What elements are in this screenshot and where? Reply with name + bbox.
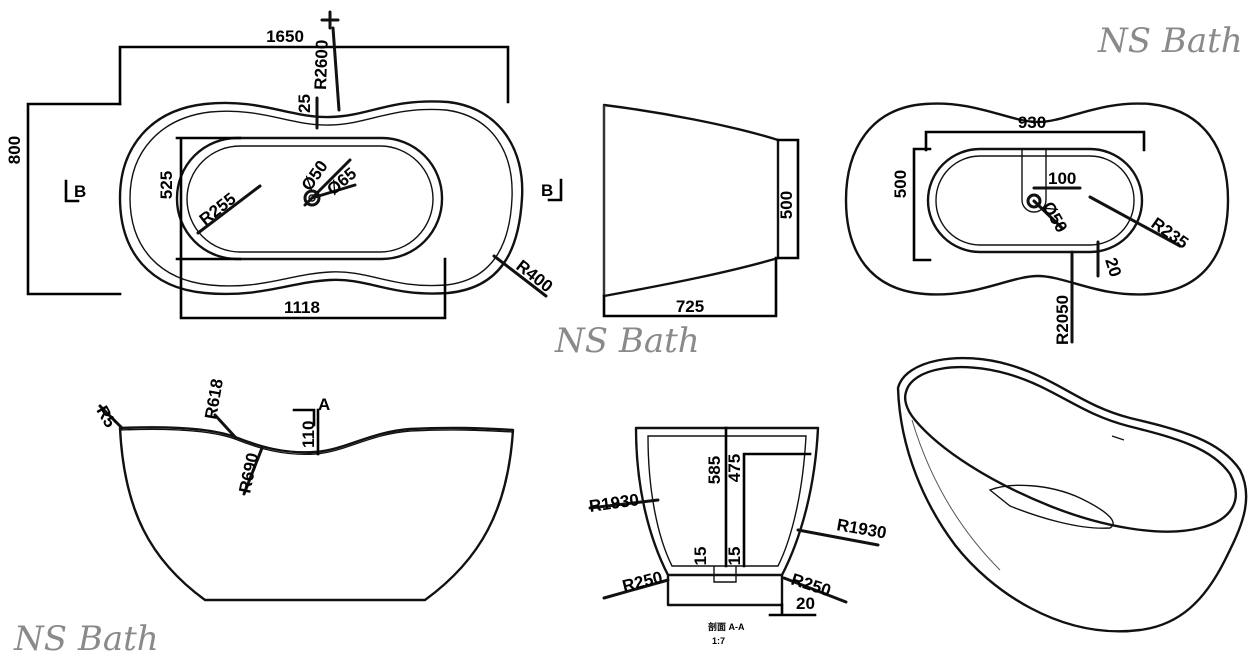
- leader-r235: [1088, 195, 1182, 248]
- section-marker-b-left: [64, 179, 80, 203]
- front-view-outline: [118, 426, 515, 602]
- watermark-top-right: NS Bath: [1097, 21, 1243, 61]
- leader-r618: [213, 413, 238, 440]
- perspective-outer: [896, 356, 1248, 633]
- top-view-inner-basin: [175, 136, 444, 261]
- dim-r5: R5: [93, 403, 120, 431]
- dim-1650: 1650: [266, 27, 304, 46]
- leader-r250-left: [602, 578, 670, 600]
- section-label-b-left: B: [74, 182, 86, 201]
- front-view: R5 R618 R690 110 A: [93, 377, 515, 602]
- perspective-basin-floor: [988, 484, 1114, 529]
- bottom-view-outer: [844, 102, 1230, 296]
- side-profile-outline: [602, 103, 780, 298]
- dim-800: 800: [5, 136, 24, 164]
- dim-110: 110: [299, 421, 318, 448]
- top-view-basin-floor: [186, 145, 434, 253]
- leader-r1930-right: [796, 528, 880, 547]
- section-drain: [713, 566, 737, 583]
- dim-r235: R235: [1148, 214, 1192, 253]
- section-scale: 1:7: [712, 636, 725, 646]
- section-marker-a: [292, 408, 316, 427]
- dim-line-500: [776, 138, 800, 260]
- dim-r250-left: R250: [620, 568, 664, 596]
- dim-15-right: 15: [725, 547, 744, 566]
- section-view: 585 475 15 15 R1930 R1930 R250 R250 20 剖…: [588, 426, 888, 646]
- dim-r2050: R2050: [1053, 295, 1072, 345]
- leader-drain: [303, 158, 357, 207]
- dim-r1930-left: R1930: [588, 490, 640, 516]
- front-view-rim-line: [119, 428, 514, 456]
- bottom-view-basin: [926, 147, 1144, 254]
- dim-r690: R690: [235, 451, 262, 495]
- dim-725: 725: [676, 297, 704, 316]
- section-inner-wall: [647, 435, 807, 567]
- dim-line-1650: [118, 45, 510, 106]
- dim-500: 500: [777, 191, 796, 219]
- dim-line-500-bottom: [912, 147, 932, 262]
- dim-25: 25: [295, 94, 314, 113]
- dim-r255: R255: [196, 189, 240, 229]
- leader-r255: [196, 184, 262, 235]
- leader-r250-right: [782, 576, 848, 604]
- watermark-center: NS Bath: [554, 321, 700, 361]
- dim-line-725: [602, 256, 778, 318]
- section-label-b-right: B: [541, 181, 553, 200]
- leader-r1930-left: [588, 498, 660, 510]
- leader-r2600: [320, 10, 341, 112]
- top-view: 1650 800 1118 525 R255 R400 R2600 25 Ø50…: [5, 10, 563, 320]
- leader-r5: [98, 404, 124, 430]
- dim-585: 585: [705, 456, 724, 484]
- bottom-view-basin-inner: [935, 155, 1135, 246]
- dim-r2600: R2600: [311, 39, 332, 90]
- dim-line-800: [26, 102, 122, 296]
- dim-525: 525: [157, 171, 176, 199]
- perspective-shading: [911, 419, 1001, 571]
- section-marker-b-right: [547, 178, 563, 202]
- perspective-view: [896, 356, 1248, 633]
- dim-20-section: 20: [796, 594, 815, 613]
- dim-100: 100: [1048, 169, 1076, 188]
- leader-r690: [242, 446, 264, 496]
- side-profile-view: 500 725: [602, 103, 800, 318]
- leader-drain-bottom: [1032, 199, 1064, 230]
- dim-line-20: [768, 603, 817, 617]
- dim-r618: R618: [201, 377, 227, 420]
- dim-line-525: [175, 136, 242, 261]
- bottom-view-drain-icon: [1026, 193, 1042, 209]
- section-foot: [666, 573, 784, 607]
- dim-drain-50-bottom: Ø50: [1039, 199, 1072, 236]
- dim-930: 930: [1018, 113, 1046, 132]
- bottom-view-drain-slot: [1021, 150, 1047, 213]
- dim-line-475: [742, 452, 812, 568]
- dim-20-bottom: 20: [1101, 255, 1125, 279]
- dim-1118: 1118: [284, 298, 320, 317]
- perspective-overflow: [1111, 435, 1125, 441]
- dim-475: 475: [725, 454, 744, 482]
- dim-line-930: [924, 130, 1146, 152]
- section-label-a: A: [318, 395, 330, 414]
- dim-r400: R400: [513, 256, 557, 296]
- watermark-bottom-left: NS Bath: [13, 619, 159, 659]
- top-view-outer-rim: [118, 100, 524, 296]
- section-caption: 剖面 A-A: [708, 621, 745, 632]
- bottom-view: 930 500 100 Ø50 R235 20 R2050: [844, 102, 1230, 345]
- dim-500-bottom: 500: [891, 170, 910, 198]
- perspective-rim-inner: [903, 365, 1237, 533]
- dim-15-left: 15: [691, 547, 710, 566]
- dim-line-1118: [179, 257, 447, 320]
- leader-r400: [492, 254, 548, 298]
- top-view-drain-icon: [303, 189, 321, 207]
